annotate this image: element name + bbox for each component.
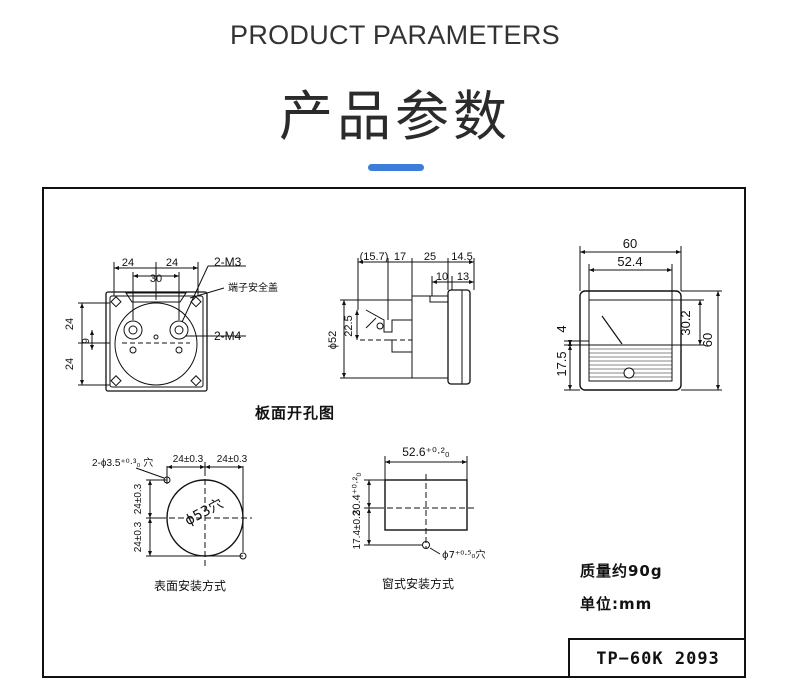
front-dim-side-lower: 24 <box>64 358 76 370</box>
weight-spec: 质量约90g <box>580 562 663 580</box>
diagram-frame <box>42 187 746 678</box>
surface-dim-side-lower: 24±0.3 <box>133 521 144 552</box>
window-hole-spec: ϕ7⁺⁰·⁵₀穴 <box>442 548 485 561</box>
side-dim-b: 17 <box>394 251 406 263</box>
side-dim-d: 14.5 <box>451 251 472 263</box>
surface-mount-caption: 表面安装方式 <box>154 578 226 593</box>
face-dim-width-outer: 60 <box>623 236 637 251</box>
surface-diameter-label: ϕ53穴 <box>182 496 226 529</box>
surface-mount-view <box>135 462 252 566</box>
callout-m3: 2-M3 <box>214 255 242 269</box>
panel-cutout-title: 板面开孔图 <box>255 404 336 422</box>
title-chinese: 产品参数 <box>279 85 511 148</box>
front-dim-top-right: 24 <box>166 257 178 269</box>
side-dim-c: 25 <box>424 251 436 263</box>
surface-hole-spec: 2-ϕ3.5⁺⁰·³₀ 穴 <box>92 456 153 469</box>
title-accent-bar <box>368 164 424 171</box>
front-dim-side-offset: 9 <box>81 338 92 344</box>
window-dim-lower: 17.4±0.2 <box>352 510 363 549</box>
side-dim-h: 22.5 <box>343 315 355 336</box>
face-view <box>564 246 722 391</box>
side-dim-f: 13 <box>457 271 469 283</box>
surface-dim-top-left: 24±0.3 <box>173 454 204 465</box>
face-dim-height-inner: 30.2 <box>678 310 693 335</box>
title-english: PRODUCT PARAMETERS <box>230 20 560 50</box>
face-dim-left-small: 4 <box>554 325 569 332</box>
face-dim-left-lower: 17.5 <box>554 351 569 376</box>
side-dim-e: 10 <box>436 271 448 283</box>
side-dim-a: (15.7) <box>360 251 389 263</box>
front-dim-hole-spacing: 30 <box>150 273 162 285</box>
unit-spec: 单位:mm <box>580 595 653 613</box>
window-dim-height: 30.4⁺⁰·²₀ <box>351 472 363 516</box>
window-mount-caption: 窗式安装方式 <box>382 576 454 591</box>
window-dim-width: 52.6⁺⁰·²₀ <box>402 445 449 459</box>
callout-terminal-cover: 端子安全盖 <box>228 281 278 294</box>
front-dim-side-upper: 24 <box>64 318 76 330</box>
surface-dim-side-upper: 24±0.3 <box>133 483 144 514</box>
face-dim-height-outer: 60 <box>700 333 715 347</box>
side-dim-diameter: ϕ52 <box>327 331 339 349</box>
callout-m4: 2-M4 <box>214 329 242 343</box>
side-view <box>340 258 475 385</box>
front-dim-top-left: 24 <box>122 257 134 269</box>
model-tag: TP−60K 2093 <box>568 638 746 678</box>
front-view <box>78 262 246 392</box>
surface-dim-top-right: 24±0.3 <box>217 454 248 465</box>
window-mount-view <box>364 456 474 555</box>
face-dim-width-inner: 52.4 <box>617 254 642 269</box>
